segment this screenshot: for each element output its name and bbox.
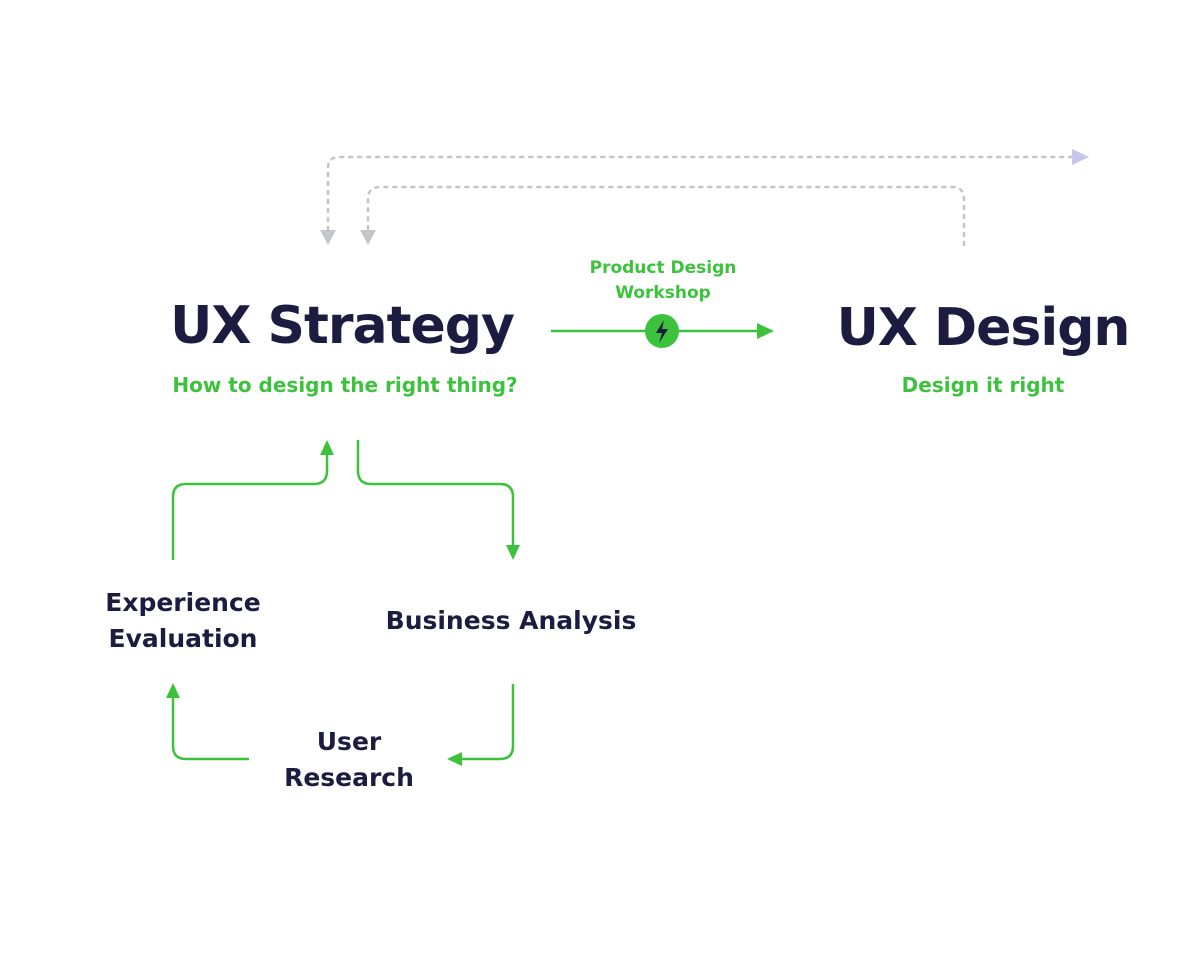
business-to-research-path	[462, 684, 515, 761]
experience-evaluation-label: Experience Evaluation	[105, 585, 260, 657]
ux-strategy-title: UX Strategy	[170, 296, 515, 356]
experience-evaluation-line2: Evaluation	[108, 624, 258, 653]
outer-feedback-arrowhead-down	[320, 230, 336, 245]
user-research-line2: Research	[284, 763, 414, 792]
outer-feedback-path	[326, 155, 1074, 232]
experience-evaluation-line1: Experience	[105, 588, 261, 617]
evaluation-to-strategy-path	[171, 455, 329, 560]
business-to-research-arrowhead	[447, 752, 462, 766]
ux-strategy-subtitle: How to design the right thing?	[172, 373, 518, 397]
strategy-to-business-path	[356, 440, 515, 545]
research-to-evaluation-path	[171, 698, 249, 761]
research-to-evaluation-arrowhead	[166, 683, 180, 698]
ux-design-title: UX Design	[836, 298, 1131, 358]
ux-design-subtitle: Design it right	[901, 373, 1065, 397]
workshop-label-line1: Product Design	[589, 258, 737, 278]
outer-feedback-arrowhead-right	[1072, 149, 1089, 165]
product-design-workshop-label: Product Design Workshop	[590, 256, 737, 306]
lightning-bolt-glyph	[656, 320, 668, 343]
user-research-label: User Research	[284, 724, 414, 796]
user-research-line1: User	[316, 727, 382, 756]
strategy-to-design-arrowhead	[757, 323, 774, 339]
inner-feedback-path	[366, 185, 966, 247]
strategy-to-business-arrowhead	[506, 545, 520, 560]
inner-feedback-arrowhead-down	[360, 230, 376, 245]
workshop-label-line2: Workshop	[615, 283, 711, 303]
business-analysis-label: Business Analysis	[385, 606, 637, 635]
evaluation-to-strategy-arrowhead	[320, 440, 334, 455]
